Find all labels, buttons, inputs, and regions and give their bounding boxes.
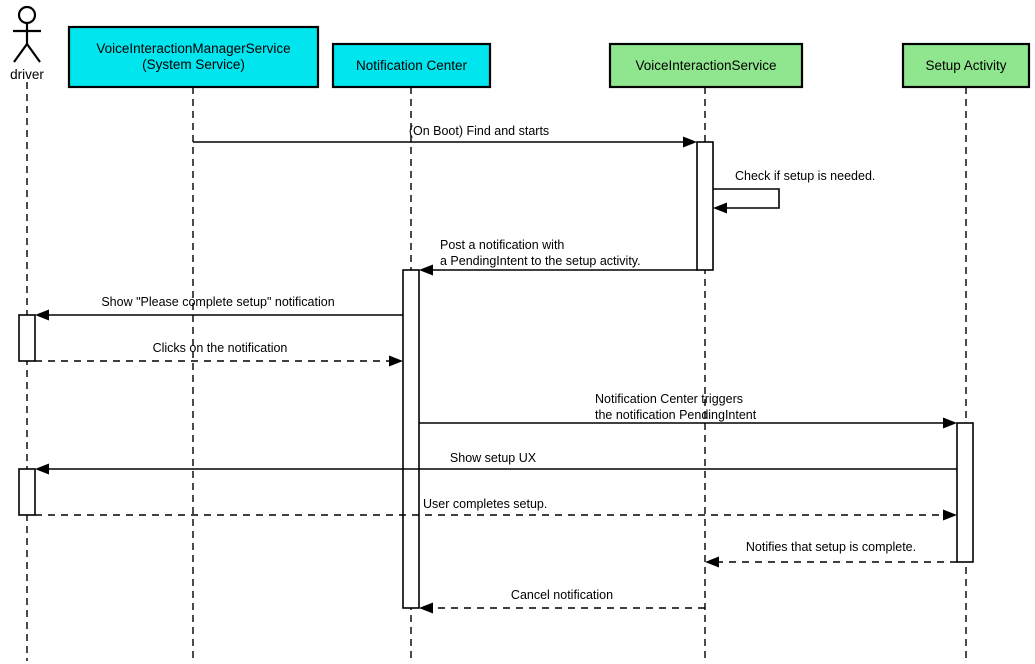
message-clicks-on-the-notification: Clicks on the notification [35, 341, 403, 367]
arrowhead-left-icon [35, 309, 49, 321]
participant-label: Setup Activity [925, 58, 1006, 73]
message-label: Show setup UX [450, 451, 537, 465]
message-label: Cancel notification [511, 588, 613, 602]
actor-stick-figure-icon [13, 5, 41, 63]
participant-box [608, 42, 804, 89]
participant-box [901, 42, 1031, 89]
message-label-line1: Post a notification with [440, 238, 564, 252]
participant-voiceinteractionservice: VoiceInteractionService [608, 42, 804, 89]
activation-driver-2 [18, 468, 36, 516]
message-on-boot-find-and-starts: (On Boot) Find and starts [193, 124, 697, 148]
arrowhead-left-icon [35, 463, 49, 475]
message-label: (On Boot) Find and starts [409, 124, 549, 138]
activation-driver-1 [18, 314, 36, 362]
message-show-setup-ux: Show setup UX [35, 451, 957, 475]
actor-label: driver [10, 67, 44, 82]
message-cancel-notification: Cancel notification [419, 588, 705, 614]
message-label-line2: a PendingIntent to the setup activity. [440, 254, 641, 268]
message-post-a-notification: Post a notification with a PendingIntent… [419, 238, 697, 276]
arrowhead-right-icon [943, 509, 957, 521]
self-message-line [713, 188, 780, 209]
participant-voiceinteractionmanagerservice: VoiceInteractionManagerService (System S… [67, 25, 320, 89]
message-notifies-setup-complete: Notifies that setup is complete. [705, 540, 957, 568]
message-label: Check if setup is needed. [735, 169, 875, 183]
arrowhead-right-icon [683, 136, 697, 148]
message-label-line2: the notification PendingIntent [595, 408, 757, 422]
activation-setup-activity [956, 422, 974, 563]
message-label: Show "Please complete setup" notificatio… [101, 295, 334, 309]
message-label-line1: Notification Center triggers [595, 392, 743, 406]
participant-notification-center: Notification Center [331, 42, 492, 89]
arrowhead-right-icon [943, 417, 957, 429]
message-label: User completes setup. [423, 497, 547, 511]
actor-driver: driver [10, 5, 44, 82]
message-label: Clicks on the notification [153, 341, 288, 355]
arrowhead-left-icon [419, 264, 433, 276]
message-show-please-complete-setup-notification: Show "Please complete setup" notificatio… [35, 295, 403, 321]
participant-label-line1: VoiceInteractionManagerService [96, 41, 290, 56]
arrowhead-right-icon [389, 355, 403, 367]
participant-label: VoiceInteractionService [635, 58, 776, 73]
activation-notification-center [402, 269, 420, 609]
message-label: Notifies that setup is complete. [746, 540, 916, 554]
arrowhead-left-icon [713, 202, 727, 214]
arrowhead-left-icon [419, 602, 433, 614]
participant-label-line2: (System Service) [142, 57, 245, 72]
participant-box [331, 42, 492, 89]
message-notification-center-triggers-pendingintent: Notification Center triggers the notific… [419, 392, 957, 429]
participant-box [67, 25, 320, 89]
participant-label: Notification Center [356, 58, 468, 73]
activation-voiceinteractionservice [696, 141, 714, 271]
arrowhead-left-icon [705, 556, 719, 568]
participant-setup-activity: Setup Activity [901, 42, 1031, 89]
message-check-if-setup-is-needed: Check if setup is needed. [713, 169, 875, 214]
message-user-completes-setup: User completes setup. [35, 497, 957, 521]
